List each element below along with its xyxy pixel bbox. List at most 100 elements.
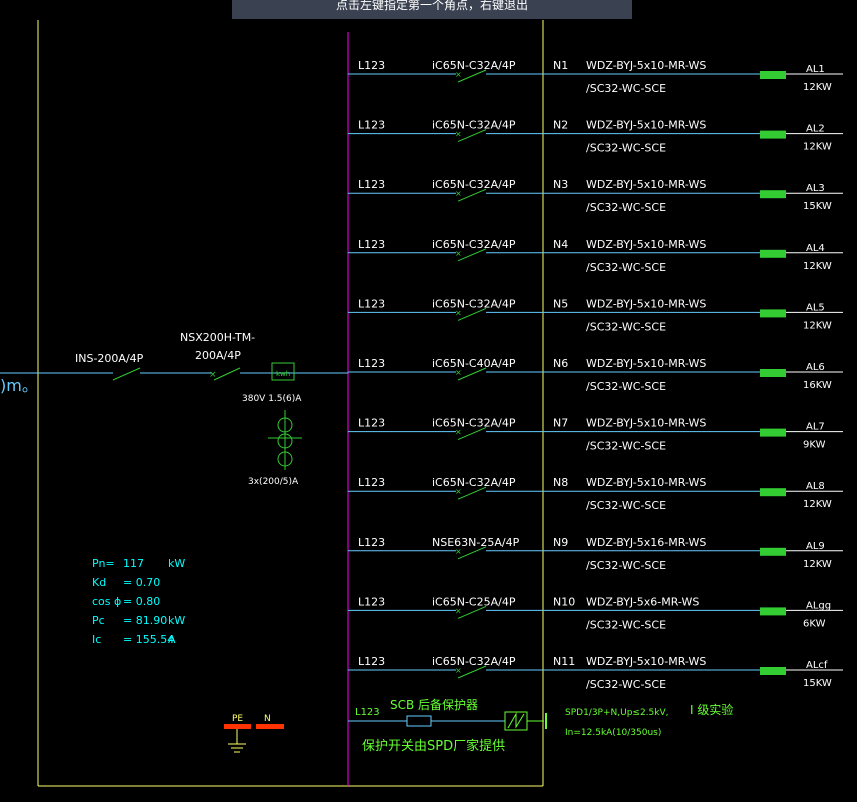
circuit-panel: AL4	[806, 243, 825, 254]
spd-section: L123 SCB 后备保护器 保护开关由SPD厂家提供 SPD1/3P+N,Up…	[348, 698, 733, 754]
circuit-id: N9	[553, 536, 568, 549]
circuit-cable: WDZ-BYJ-5x10-MR-WS	[586, 178, 706, 191]
circuit-phase: L123	[358, 536, 385, 549]
load-symbol	[760, 71, 786, 79]
breaker-blade	[457, 367, 487, 381]
circuit-conduit: /SC32-WC-SCE	[586, 201, 666, 214]
scb-label: SCB 后备保护器	[390, 698, 478, 712]
breaker-x-mark: ×	[455, 308, 462, 317]
circuit-panel: ALcf	[806, 660, 828, 671]
circuit-power: 16KW	[803, 380, 832, 391]
circuit-conduit: /SC32-WC-SCE	[586, 440, 666, 453]
circuit-power: 12KW	[803, 559, 832, 570]
circuit-id: N1	[553, 59, 568, 72]
circuit-conduit: /SC32-WC-SCE	[586, 380, 666, 393]
circuit-power: 12KW	[803, 142, 832, 153]
circuit-conduit: /SC32-WC-SCE	[586, 82, 666, 95]
isolator-label: INS-200A/4P	[75, 352, 144, 365]
circuit-id: N4	[553, 238, 568, 251]
calc-value: = 0.70	[123, 576, 160, 589]
grounding-bars: PE N	[224, 714, 284, 753]
breaker-x-mark: ×	[455, 368, 462, 377]
circuit-conduit: /SC32-WC-SCE	[586, 261, 666, 274]
breaker-x-mark: ×	[455, 547, 462, 556]
load-symbol	[760, 607, 786, 616]
circuit-panel: AL7	[806, 422, 825, 433]
circuit-cable: WDZ-BYJ-5x16-MR-WS	[586, 536, 706, 549]
pe-bar	[224, 724, 251, 729]
circuit-breaker: NSE63N-25A/4P	[432, 536, 520, 549]
load-symbol	[760, 488, 786, 497]
calc-label: Ic	[92, 633, 101, 646]
load-symbol	[760, 428, 786, 437]
circuit-power: 6KW	[803, 618, 826, 629]
isolator-breaker-x: ×	[209, 370, 217, 380]
main-breaker-label-2: 200A/4P	[195, 349, 241, 362]
circuit-phase: L123	[358, 476, 385, 489]
breaker-x-mark: ×	[455, 70, 462, 79]
calc-value: = 0.80	[123, 595, 160, 608]
ct-ring-middle	[277, 433, 293, 449]
load-symbol	[760, 130, 786, 139]
circuit-breaker: iC65N-C40A/4P	[432, 357, 516, 370]
circuit-breaker: iC65N-C32A/4P	[432, 655, 516, 668]
circuit-phase: L123	[358, 357, 385, 370]
n-bar	[256, 724, 284, 729]
circuit-power: 9KW	[803, 440, 826, 451]
breaker-blade	[457, 486, 487, 500]
pe-label: PE	[232, 714, 243, 724]
breaker-blade	[457, 248, 487, 262]
breaker-x-mark: ×	[455, 666, 462, 675]
breaker-x-mark: ×	[455, 487, 462, 496]
breaker-blade	[457, 546, 487, 560]
calc-unit: kW	[168, 614, 185, 627]
ct-rating: 3x(200/5)A	[248, 477, 299, 487]
circuit-breaker: iC65N-C25A/4P	[432, 595, 516, 608]
spd-phase: L123	[355, 707, 380, 718]
calc-label: Kd	[92, 576, 106, 589]
circuit-panel: AL2	[806, 124, 825, 135]
spd-spec-2: In=12.5kA(10/350us)	[565, 728, 661, 738]
circuit-panel: AL9	[806, 541, 825, 552]
circuit-breaker: iC65N-C32A/4P	[432, 59, 516, 72]
breaker-blade	[457, 427, 487, 441]
circuit-breaker: iC65N-C32A/4P	[432, 238, 516, 251]
breaker-x-mark: ×	[455, 189, 462, 198]
circuit-breaker: iC65N-C32A/4P	[432, 417, 516, 430]
calc-unit: kW	[168, 557, 185, 570]
source-fragment: )m。	[0, 376, 38, 395]
main-breaker-blade	[213, 367, 241, 381]
spd-note: 保护开关由SPD厂家提供	[362, 738, 505, 754]
circuit-cable: WDZ-BYJ-5x10-MR-WS	[586, 357, 706, 370]
circuit-id: N2	[553, 119, 568, 132]
circuit-panel: AL8	[806, 481, 825, 492]
circuit-panel: AL1	[806, 64, 825, 75]
load-symbol	[760, 547, 786, 556]
circuit-cable: WDZ-BYJ-5x6-MR-WS	[586, 595, 699, 608]
circuit-id: N5	[553, 297, 568, 310]
circuit-conduit: /SC32-WC-SCE	[586, 618, 666, 631]
circuit-id: N3	[553, 178, 568, 191]
n-label: N	[264, 714, 271, 724]
incoming-feeder: )m。 × INS-200A/4P NSX200H-TM- 200A/4P kw…	[0, 331, 348, 487]
circuit-panel: AL3	[806, 183, 825, 194]
calc-label: Pc	[92, 614, 105, 627]
isolator-blade	[112, 367, 141, 381]
calc-value: = 81.90	[123, 614, 167, 627]
load-symbol	[760, 667, 786, 675]
circuit-cable: WDZ-BYJ-5x10-MR-WS	[586, 119, 706, 132]
circuit-cable: WDZ-BYJ-5x10-MR-WS	[586, 238, 706, 251]
circuit-power: 12KW	[803, 82, 832, 93]
circuit-phase: L123	[358, 59, 385, 72]
circuit-breaker: iC65N-C32A/4P	[432, 297, 516, 310]
